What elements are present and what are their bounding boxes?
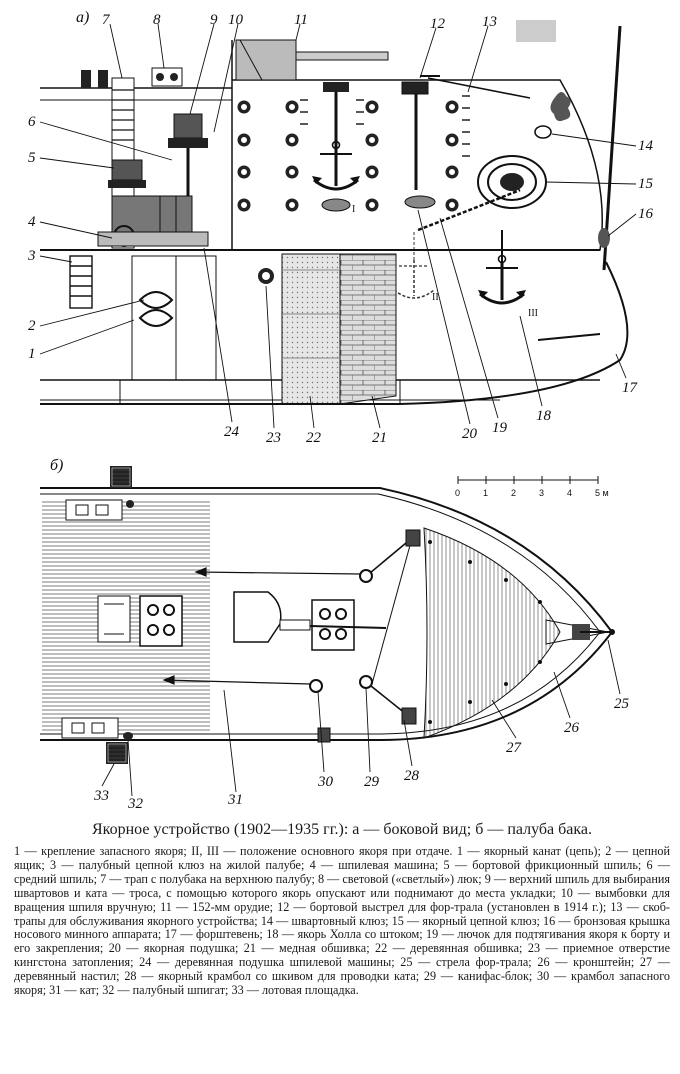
vent-cowls — [81, 67, 183, 88]
callout-26: 26 — [564, 720, 580, 736]
deck-hatches — [61, 499, 355, 740]
trawl-boom — [545, 619, 615, 645]
callout-7: 7 — [102, 12, 111, 28]
side-view: а) — [27, 9, 654, 446]
callout-5: 5 — [28, 150, 36, 166]
scale-tick-4: 4 — [567, 488, 572, 498]
callout-21: 21 — [372, 430, 387, 446]
scale-tick-0: 0 — [455, 488, 460, 498]
chain-cable — [417, 188, 521, 232]
ladder-3 — [69, 255, 93, 309]
callout-31: 31 — [227, 792, 243, 808]
anchor-label-III: III — [528, 308, 538, 319]
callout-10: 10 — [228, 12, 244, 28]
callout-2: 2 — [28, 318, 36, 334]
scale-bar: 0 1 2 3 4 5 м — [455, 476, 609, 498]
capstan-machinery — [97, 113, 209, 247]
callouts-a: 7 8 9 10 11 12 13 6 5 4 3 2 1 14 15 16 1… — [27, 12, 654, 446]
torpedo-cover-16 — [598, 228, 610, 248]
leaders-a — [39, 23, 637, 429]
callout-16: 16 — [638, 206, 654, 222]
scale-tick-1: 1 — [483, 488, 488, 498]
part-b-label: б) — [50, 457, 63, 474]
callout-14: 14 — [638, 138, 654, 154]
scale-tick-5: 5 м — [595, 488, 609, 498]
blocks-and-cranes — [309, 529, 421, 743]
callout-22: 22 — [306, 430, 322, 446]
figure-caption: Якорное устройство (1902—1935 гг.): а — … — [14, 820, 670, 998]
anchor-I: I — [310, 82, 362, 215]
callout-6: 6 — [28, 114, 36, 130]
scob-ladders — [300, 95, 470, 157]
callout-27: 27 — [506, 740, 523, 756]
bow-ornament — [550, 92, 571, 122]
callout-33: 33 — [93, 788, 109, 804]
callout-8: 8 — [153, 12, 161, 28]
hull-plating — [281, 253, 397, 405]
hawse-pipe-15 — [477, 155, 547, 209]
mooring-chock-14 — [534, 125, 552, 139]
rail-stanchions — [428, 540, 542, 724]
chain-locker — [131, 255, 217, 381]
anchor-label-I: I — [352, 204, 355, 215]
callout-11: 11 — [294, 12, 308, 28]
hull-outline — [40, 261, 629, 405]
callout-4: 4 — [28, 214, 36, 230]
anchor-II: II — [393, 230, 439, 303]
kingston-23 — [258, 268, 274, 284]
callout-15: 15 — [638, 176, 654, 192]
callout-3: 3 — [27, 248, 36, 264]
callout-13: 13 — [482, 14, 497, 30]
callout-12: 12 — [430, 16, 446, 32]
caption-legend: 1 — крепление запасного якоря; II, III —… — [14, 844, 670, 998]
callout-20: 20 — [462, 426, 478, 442]
anchor-label-II: II — [432, 292, 439, 303]
callout-17: 17 — [622, 380, 639, 396]
callouts-b: 33 32 31 30 29 28 27 26 25 — [93, 696, 630, 812]
callout-25: 25 — [614, 696, 630, 712]
callout-28: 28 — [404, 768, 420, 784]
callout-1: 1 — [28, 346, 36, 362]
callout-19: 19 — [492, 420, 508, 436]
cat-lines — [162, 537, 413, 715]
callout-9: 9 — [210, 12, 218, 28]
callout-29: 29 — [364, 774, 380, 790]
caption-title: Якорное устройство (1902—1935 гг.): а — … — [91, 821, 593, 838]
callout-18: 18 — [536, 408, 552, 424]
gun-mount — [233, 591, 387, 643]
anchor-III: III — [476, 230, 538, 319]
part-a-label: а) — [76, 9, 89, 26]
leaders-b — [101, 639, 621, 797]
scale-tick-2: 2 — [511, 488, 516, 498]
deck-plan: б) 0 1 2 3 4 5 м — [40, 457, 630, 812]
callout-30: 30 — [317, 774, 334, 790]
callout-23: 23 — [266, 430, 281, 446]
callout-32: 32 — [127, 796, 144, 812]
deck-planking-bow — [423, 527, 561, 739]
boom-12 — [401, 75, 531, 209]
scale-tick-3: 3 — [539, 488, 544, 498]
callout-24: 24 — [224, 424, 240, 440]
